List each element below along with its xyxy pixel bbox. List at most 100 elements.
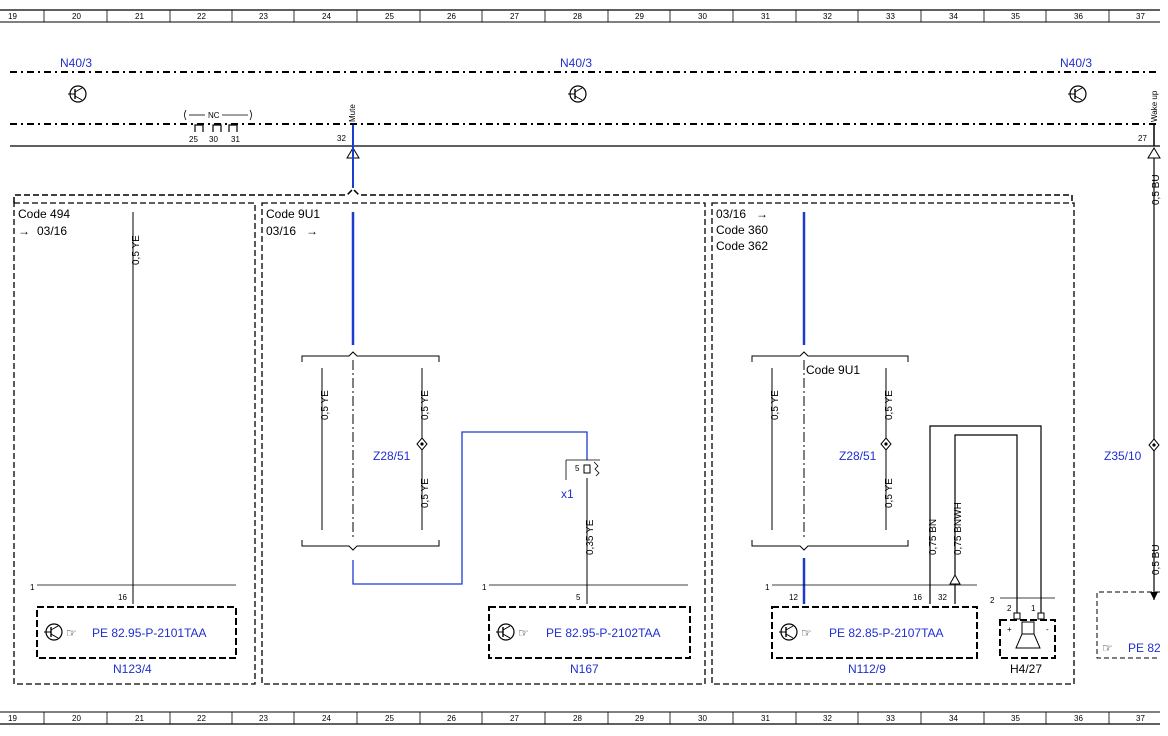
n123-pin: 16 — [118, 593, 127, 602]
ruler-bottom-34: 34 — [949, 714, 958, 723]
speaker-num: 2 — [990, 596, 995, 605]
nc-pin-30: 30 — [209, 135, 218, 144]
speaker-pin-1: 1 — [1031, 604, 1036, 613]
ruler-bottom-28: 28 — [573, 714, 582, 723]
speaker-pin-2: 2 — [1007, 604, 1012, 613]
transistor-icon — [496, 623, 515, 641]
ruler-bottom-25: 25 — [385, 714, 394, 723]
nc-label: NC — [208, 111, 220, 120]
n40-3-module: N40/3 N40/3 N40/3 NC 25 30 — [10, 56, 1160, 144]
top-ruler: 19 20 21 22 23 24 25 26 27 28 29 30 31 3… — [0, 9, 1160, 23]
section-left: Code 494 → 03/16 0,5 YE 1 16 ☞ PE 82.95-… — [13, 202, 256, 685]
transistor-icon — [568, 85, 587, 103]
ruler-bottom-22: 22 — [197, 714, 206, 723]
wake-label: Wake up — [1150, 90, 1159, 122]
right-code-360: Code 360 — [716, 223, 768, 237]
component-n167: 1 5 ☞ PE 82.95-P-2102TAA N167 — [482, 583, 691, 676]
nc-pins: NC 25 30 31 — [184, 109, 252, 144]
wake-pin: 27 — [1138, 134, 1147, 143]
wire-bn: 0,75 BN — [928, 519, 939, 555]
wire-ye-right-left: 0,5 YE — [770, 390, 781, 420]
wire-bu-lower: 0,5 BU — [1151, 544, 1162, 575]
ruler-top-23: 23 — [259, 12, 268, 21]
n167-ref-link[interactable]: PE 82.95-P-2102TAA — [546, 626, 661, 640]
pointing-hand-icon[interactable]: ☞ — [801, 626, 812, 640]
ruler-top-37: 37 — [1136, 12, 1145, 21]
ruler-top-36: 36 — [1074, 12, 1083, 21]
n112-num: 1 — [765, 583, 770, 592]
nc-pin-25: 25 — [189, 135, 198, 144]
ruler-bottom-32: 32 — [823, 714, 832, 723]
ruler-bottom-37: 37 — [1136, 714, 1145, 723]
splice-icon — [880, 437, 892, 451]
ruler-top-32: 32 — [823, 12, 832, 21]
wire-ye-mid-r2: 0,5 YE — [420, 478, 431, 508]
n123-id: N123/4 — [113, 662, 152, 676]
n167-num: 1 — [482, 583, 487, 592]
z28-51-label-mid: Z28/51 — [373, 449, 411, 463]
pointing-hand-icon[interactable]: ☞ — [518, 626, 529, 640]
pointing-hand-icon[interactable]: ☞ — [1102, 641, 1113, 655]
left-code: Code 494 — [18, 207, 70, 221]
ruler-bottom-19: 19 — [8, 714, 17, 723]
z28-51-label-right: Z28/51 — [839, 449, 877, 463]
n123-ref-link[interactable]: PE 82.95-P-2101TAA — [92, 626, 207, 640]
nc-pin-31: 31 — [231, 135, 240, 144]
component-n112-9: 1 12 16 32 ☞ PE 82.85-P-2107TAA N112/9 — [765, 583, 978, 676]
pointing-hand-icon[interactable]: ☞ — [66, 626, 77, 640]
ruler-top-35: 35 — [1011, 12, 1020, 21]
edge-component: ☞ PE 82 — [1096, 591, 1161, 659]
wire-ye035: 0,35 YE — [585, 519, 596, 555]
ruler-bottom-29: 29 — [635, 714, 644, 723]
ruler-top-25: 25 — [385, 12, 394, 21]
n167-pin: 5 — [576, 593, 581, 602]
ruler-top-30: 30 — [698, 12, 707, 21]
bottom-ruler: 19 20 21 22 23 24 25 26 27 28 29 30 31 3… — [0, 711, 1160, 725]
splice-icon — [1148, 438, 1160, 452]
n40-3-label-mid: N40/3 — [560, 56, 592, 70]
speaker-id: H4/27 — [1010, 662, 1042, 676]
component-n123-4: 1 16 ☞ PE 82.95-P-2101TAA N123/4 — [30, 583, 237, 676]
ruler-bottom-33: 33 — [886, 714, 895, 723]
ruler-top-21: 21 — [135, 12, 144, 21]
n112-ref-link[interactable]: PE 82.85-P-2107TAA — [829, 626, 944, 640]
n40-3-label-right: N40/3 — [1060, 56, 1092, 70]
ruler-top-34: 34 — [949, 12, 958, 21]
ruler-bottom-20: 20 — [72, 714, 81, 723]
section-mid: Code 9U1 03/16 → 0,5 YE 0,5 YE 0,5 YE Z2… — [261, 202, 706, 685]
n167-id: N167 — [570, 662, 599, 676]
n112-pin-16: 16 — [913, 593, 922, 602]
left-arrow: → — [18, 224, 30, 238]
wire-bnwh: 0,75 BNWH — [953, 502, 964, 555]
ruler-bottom-35: 35 — [1011, 714, 1020, 723]
mid-date: 03/16 — [266, 224, 296, 238]
transistor-icon — [1068, 85, 1087, 103]
wire-ye-mid-r1: 0,5 YE — [420, 390, 431, 420]
ruler-top-22: 22 — [197, 12, 206, 21]
wire-ye-mid-left: 0,5 YE — [320, 390, 331, 420]
n112-id: N112/9 — [848, 662, 886, 676]
ruler-top-31: 31 — [761, 12, 770, 21]
ruler-top-27: 27 — [510, 12, 519, 21]
n112-pin-12: 12 — [789, 593, 798, 602]
edge-ref-link[interactable]: PE 82 — [1128, 641, 1161, 655]
ruler-top-26: 26 — [447, 12, 456, 21]
wire-ye-left: 0,5 YE — [131, 235, 142, 265]
mute-connection — [346, 125, 360, 188]
speaker-minus: - — [1046, 625, 1049, 634]
z35-10-label: Z35/10 — [1104, 449, 1142, 463]
connector-x1: 5 x1 — [561, 459, 600, 501]
ruler-top-29: 29 — [635, 12, 644, 21]
ruler-bottom-24: 24 — [322, 714, 331, 723]
speaker-h4-27: 2 2 1 + - H4/27 — [990, 596, 1056, 676]
ruler-bottom-30: 30 — [698, 714, 707, 723]
ruler-bottom-36: 36 — [1074, 714, 1083, 723]
n123-num: 1 — [30, 583, 35, 592]
ruler-top-19: 19 — [8, 12, 17, 21]
wire-bu-upper: 0,5 BU — [1151, 174, 1162, 205]
right-code-362: Code 362 — [716, 239, 768, 253]
ruler-top-20: 20 — [72, 12, 81, 21]
n112-pin-32: 32 — [938, 593, 947, 602]
ruler-top-33: 33 — [886, 12, 895, 21]
ruler-top-24: 24 — [322, 12, 331, 21]
